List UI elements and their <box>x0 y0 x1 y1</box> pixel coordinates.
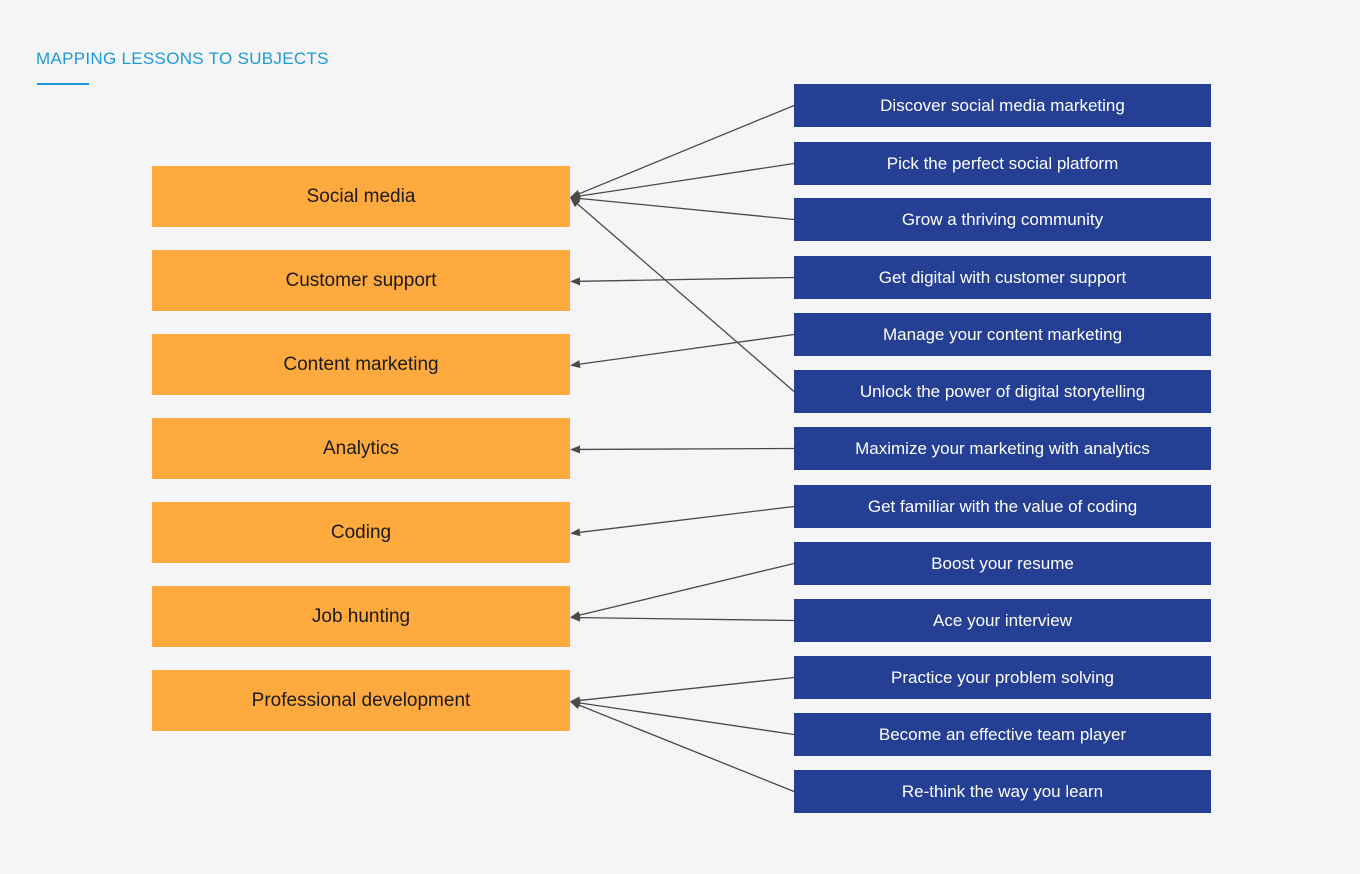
arrow-line-1 <box>579 162 795 197</box>
arrow-line-4 <box>579 333 795 365</box>
subject-box-coding: Coding <box>152 502 570 563</box>
arrowhead-7 <box>570 528 581 537</box>
lesson-box-practice-your-problem-solving: Practice your problem solving <box>794 656 1211 699</box>
lesson-box-ace-your-interview: Ace your interview <box>794 599 1211 642</box>
arrow-line-0 <box>579 104 795 195</box>
lesson-box-discover-social-media-marketing: Discover social media marketing <box>794 84 1211 127</box>
page-title: MAPPING LESSONS TO SUBJECTS <box>36 49 329 68</box>
arrowhead-6 <box>570 445 581 454</box>
subject-box-analytics: Analytics <box>152 418 570 479</box>
arrow-line-8 <box>579 562 795 616</box>
arrowhead-4 <box>570 360 581 369</box>
lesson-box-become-an-effective-team-player: Become an effective team player <box>794 713 1211 756</box>
arrow-line-3 <box>579 276 795 282</box>
arrowhead-9 <box>570 613 581 622</box>
arrow-line-2 <box>579 197 795 221</box>
title-underline <box>37 83 89 85</box>
subject-box-job-hunting: Job hunting <box>152 586 570 647</box>
lesson-box-re-think-the-way-you-learn: Re-think the way you learn <box>794 770 1211 813</box>
lesson-box-grow-a-thriving-community: Grow a thriving community <box>794 198 1211 241</box>
arrow-line-9 <box>579 616 795 622</box>
arrow-line-5 <box>577 203 795 392</box>
lesson-box-get-digital-with-customer-support: Get digital with customer support <box>794 256 1211 299</box>
subject-box-social-media: Social media <box>152 166 570 227</box>
lesson-box-pick-the-perfect-social-platform: Pick the perfect social platform <box>794 142 1211 185</box>
arrowhead-12 <box>570 701 581 709</box>
arrow-line-11 <box>579 702 795 736</box>
subject-box-customer-support: Customer support <box>152 250 570 311</box>
arrowhead-3 <box>570 277 581 286</box>
lesson-box-manage-your-content-marketing: Manage your content marketing <box>794 313 1211 356</box>
arrow-line-7 <box>579 505 795 533</box>
arrow-line-12 <box>579 704 795 793</box>
lesson-box-unlock-the-power-of-digital-storytelling: Unlock the power of digital storytelling <box>794 370 1211 413</box>
arrow-line-10 <box>579 676 795 702</box>
lesson-box-maximize-your-marketing-with-analytics: Maximize your marketing with analytics <box>794 427 1211 470</box>
lesson-box-boost-your-resume: Boost your resume <box>794 542 1211 585</box>
subject-box-professional-development: Professional development <box>152 670 570 731</box>
lesson-box-get-familiar-with-the-value-of-coding: Get familiar with the value of coding <box>794 485 1211 528</box>
subject-box-content-marketing: Content marketing <box>152 334 570 395</box>
arrow-line-6 <box>579 447 795 451</box>
arrowhead-5 <box>570 197 581 208</box>
